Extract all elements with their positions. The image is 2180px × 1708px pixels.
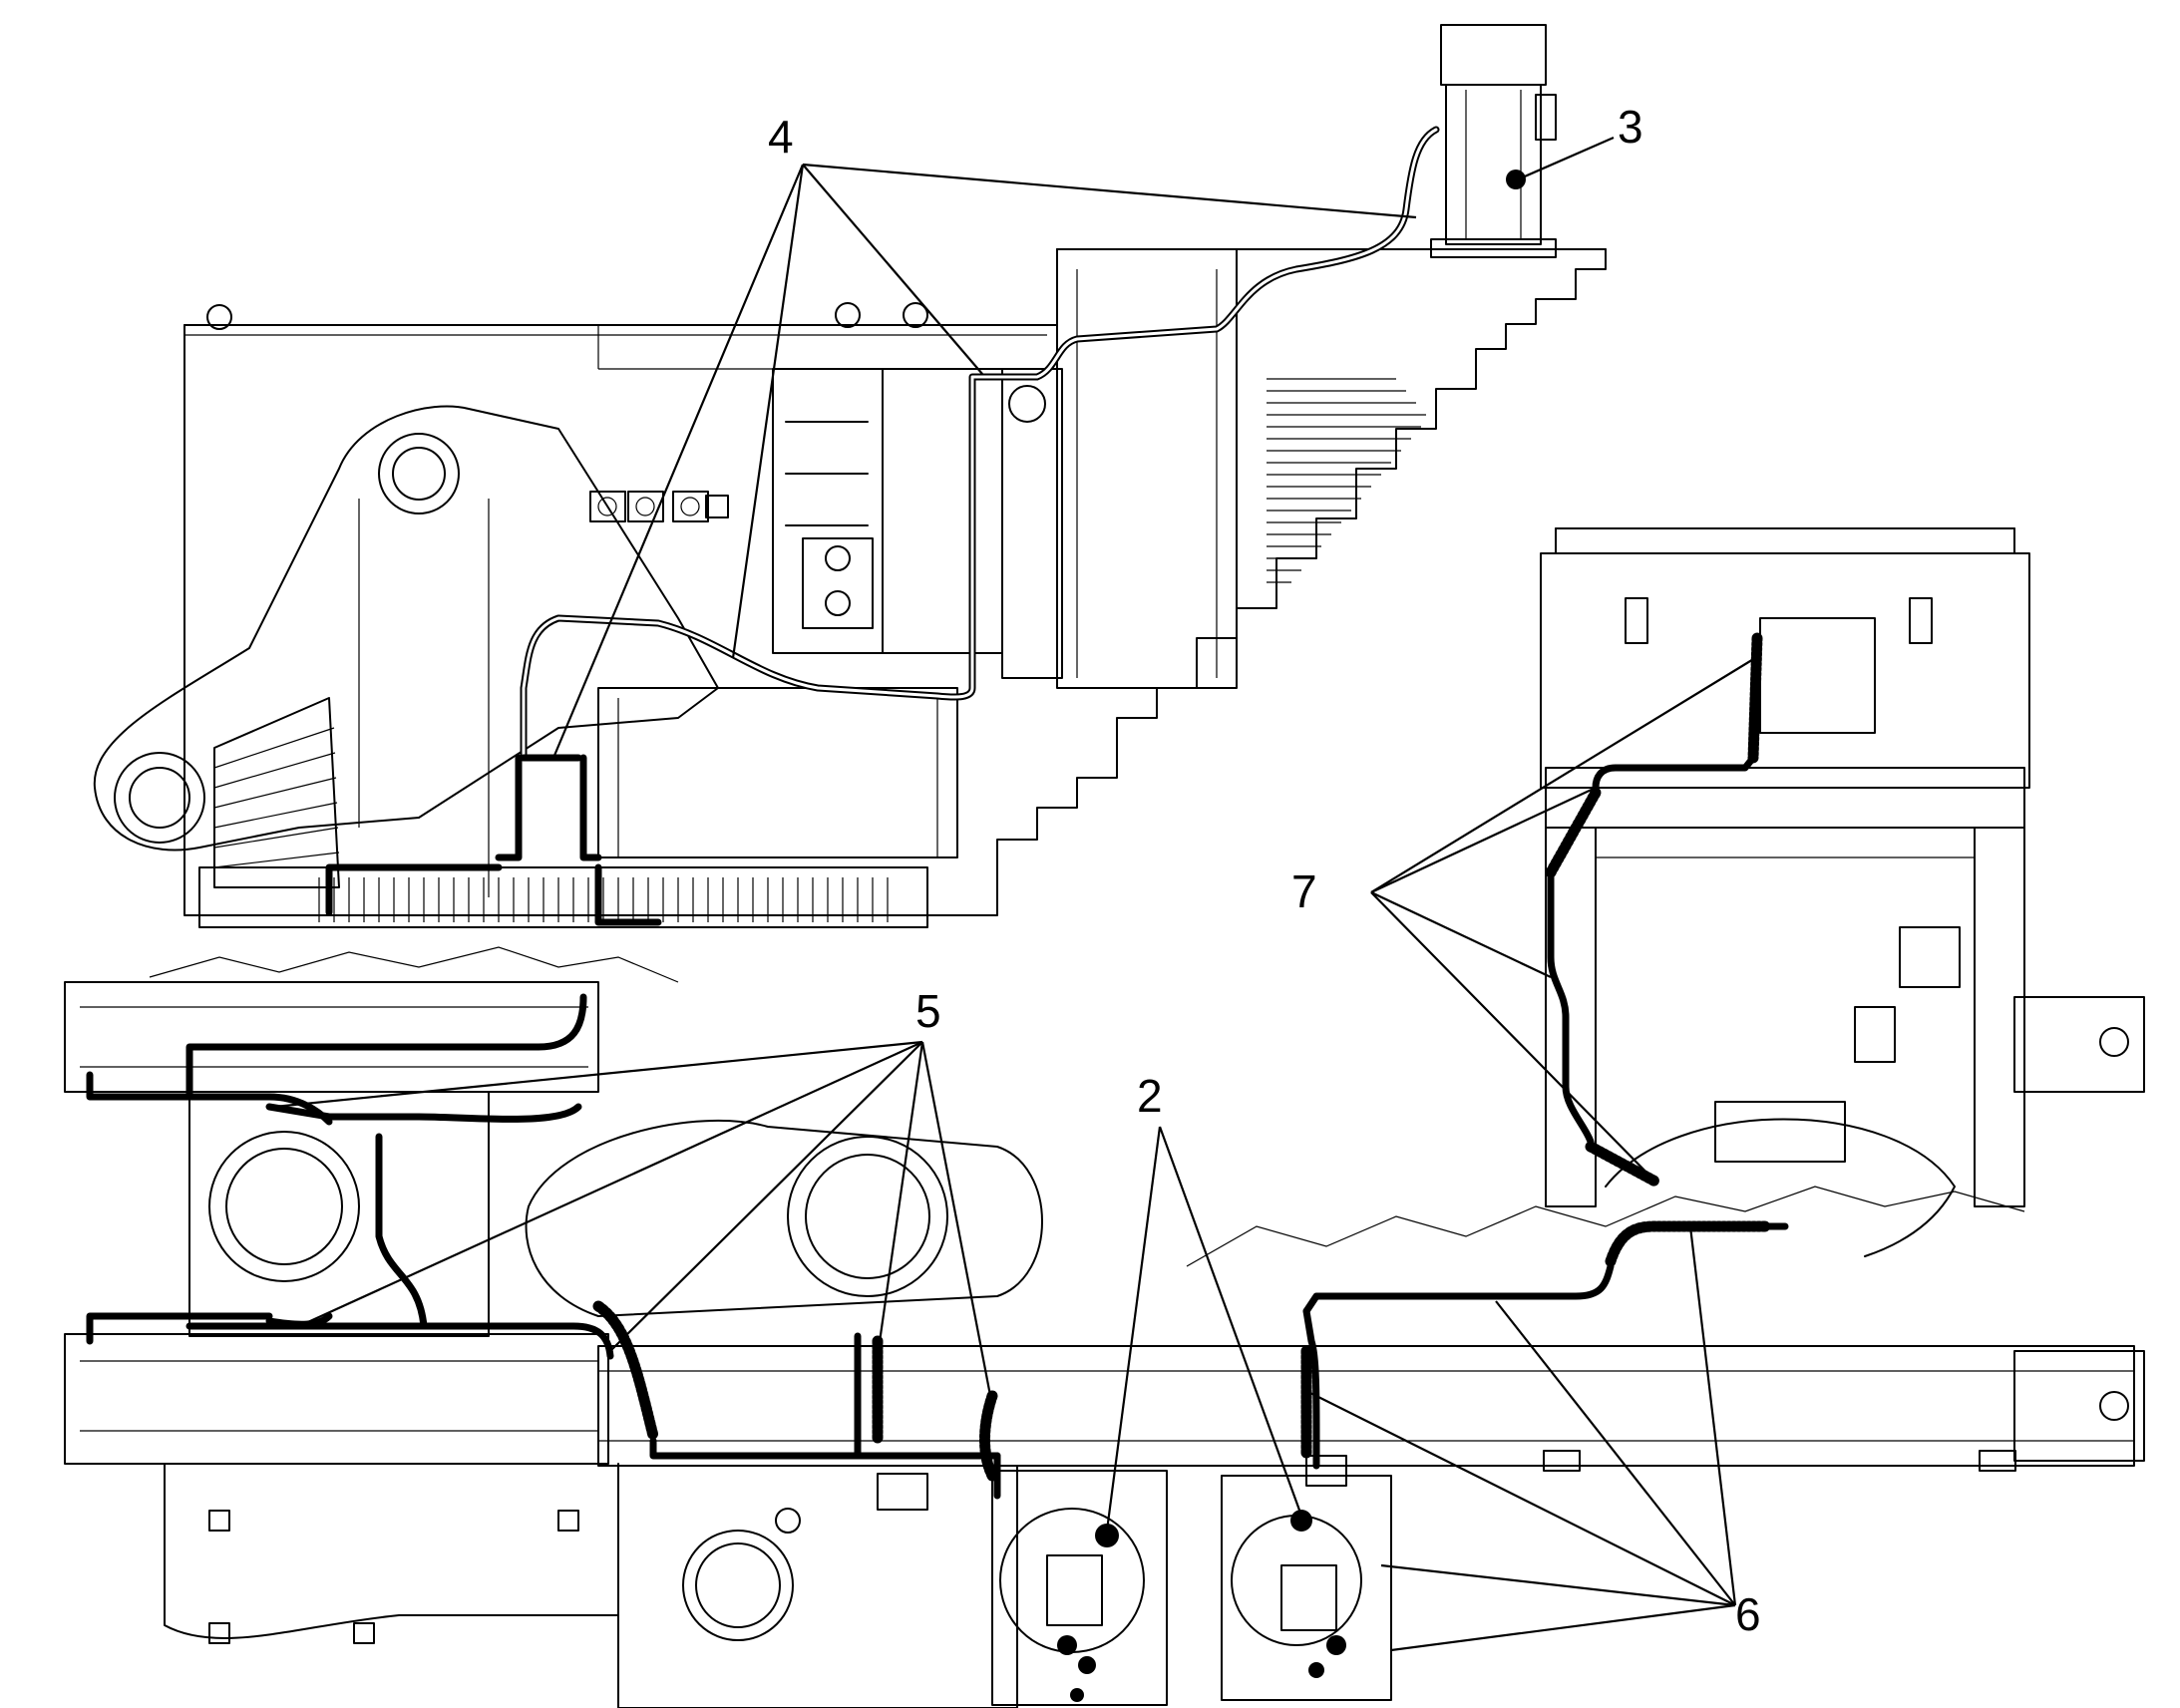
leader-lines <box>273 136 1756 1652</box>
callout-4: 4 <box>768 111 794 163</box>
rear-frame-view <box>1540 527 2145 1257</box>
pump-assembly-left <box>991 1470 1168 1706</box>
counterweight-hatching <box>213 697 340 888</box>
rear-frame-hoses <box>1545 632 1763 1188</box>
callout-6: 6 <box>1735 1588 1761 1640</box>
undercarriage-hoses <box>86 993 1789 1500</box>
callout-3: 3 <box>1618 101 1643 153</box>
lower-fin-array <box>198 866 928 928</box>
undercarriage-view <box>64 946 2145 1708</box>
pump-assembly-right <box>1221 1455 1392 1701</box>
upper-hydraulic-lines <box>325 126 1440 926</box>
callout-2: 2 <box>1137 1070 1163 1122</box>
hydraulic-tank <box>1430 24 1557 258</box>
upper-frame-view <box>93 248 1607 928</box>
callout-5: 5 <box>915 985 941 1037</box>
callout-7: 7 <box>1291 865 1317 917</box>
radiator-fins <box>1267 378 1426 583</box>
callout-labels: 4 3 7 5 2 6 <box>768 101 1761 1640</box>
